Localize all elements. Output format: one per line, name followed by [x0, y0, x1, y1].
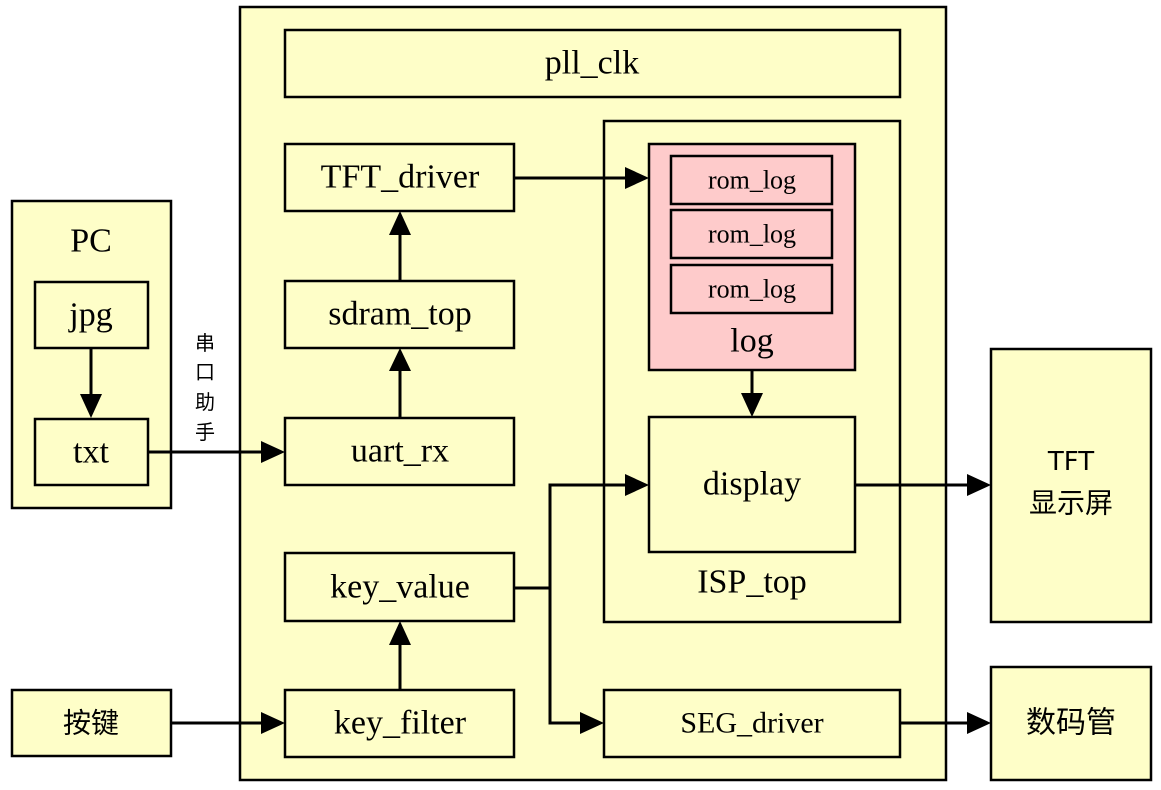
pll-clk-block: [283, 28, 902, 99]
key-value-label: key_value: [330, 569, 470, 606]
tft-driver-label: TFT_driver: [321, 159, 480, 196]
arrowhead-icon: [580, 712, 604, 734]
arrowhead-icon: [261, 712, 285, 734]
uart-rx-block: [283, 416, 516, 487]
key-value-block: [283, 551, 516, 623]
keys-block: [10, 688, 173, 758]
uart-rx-label: uart_rx: [351, 433, 449, 470]
arrowhead-icon: [625, 167, 649, 189]
isp-top-label: ISP_top: [697, 564, 807, 601]
seg-driver-label: SEG_driver: [680, 707, 823, 740]
serial-helper-char: 口: [195, 360, 215, 384]
display-label: display: [703, 466, 801, 503]
serial-helper-char: 助: [195, 390, 215, 414]
pc-label: PC: [70, 223, 112, 260]
pll-clk-label: pll_clk: [545, 45, 639, 82]
seg-driver-block: [602, 688, 902, 759]
arrowhead-icon: [625, 474, 649, 496]
serial-helper-char: 串: [195, 331, 215, 355]
tft-driver-block: [283, 142, 516, 213]
display-block: [647, 415, 857, 554]
edge-key-value-display: [514, 483, 626, 590]
rom-log-block-3: [669, 263, 834, 315]
sdram-top-block: [283, 279, 516, 350]
arrowhead-icon: [741, 393, 763, 417]
arrowhead-icon: [389, 348, 411, 371]
key-filter-label: key_filter: [334, 705, 467, 742]
txt-label: txt: [73, 434, 109, 471]
rom-log-label: rom_log: [708, 275, 796, 304]
seven-seg-label: 数码管: [1026, 706, 1116, 741]
arrowhead-icon: [967, 474, 991, 496]
jpg-label: jpg: [68, 297, 112, 334]
rom-log-block-1: [669, 154, 834, 206]
log-label: log: [730, 323, 773, 360]
tft-screen-label-line2: 显示屏: [1029, 487, 1113, 520]
tft-screen-label-line1: TFT: [1047, 447, 1094, 477]
arrowhead-icon: [261, 441, 285, 463]
edge-key-value-seg-driver: [548, 588, 581, 725]
rom-log-label: rom_log: [708, 220, 796, 249]
arrowhead-icon: [389, 211, 411, 235]
serial-helper-char: 手: [195, 420, 215, 444]
sdram-top-label: sdram_top: [328, 296, 472, 333]
rom-log-label: rom_log: [708, 166, 796, 195]
tft-screen-block: [989, 347, 1153, 624]
rom-log-block-2: [669, 208, 834, 260]
arrowhead-icon: [389, 621, 411, 645]
arrowhead-icon: [80, 394, 102, 418]
keys-label: 按键: [63, 707, 119, 740]
arrowhead-icon: [967, 712, 991, 734]
seven-seg-block: [989, 665, 1153, 782]
key-filter-block: [283, 688, 516, 759]
